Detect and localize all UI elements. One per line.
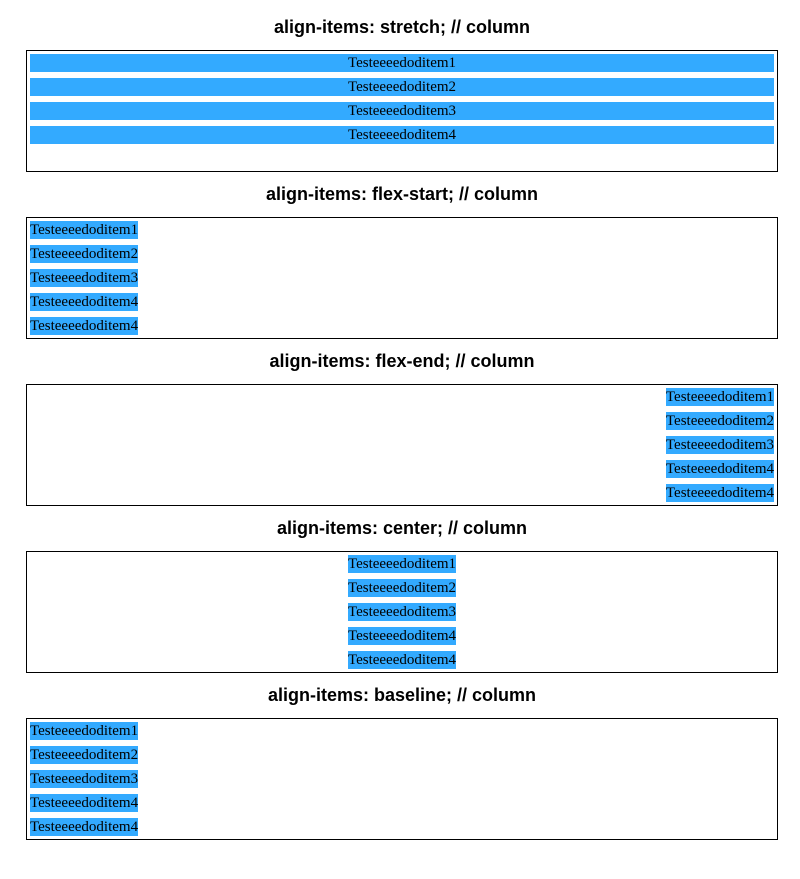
flex-item: Testeeeedoditem2: [30, 78, 774, 96]
flex-item: Testeeeedoditem3: [665, 436, 774, 454]
flex-container-flex-end: Testeeeedoditem1 Testeeeedoditem2 Testee…: [26, 384, 778, 506]
flex-item: Testeeeedoditem4: [347, 627, 457, 645]
flex-item: Testeeeedoditem4: [347, 651, 457, 669]
section-heading-baseline: align-items: baseline; // column: [267, 685, 537, 705]
flex-container-flex-start: Testeeeedoditem1 Testeeeedoditem2 Testee…: [26, 217, 778, 339]
section-heading-flex-start: align-items: flex-start; // column: [265, 184, 539, 204]
flex-item: Testeeeedoditem4: [30, 293, 139, 311]
flex-item: Testeeeedoditem4: [30, 126, 774, 144]
flex-item: Testeeeedoditem1: [665, 388, 774, 406]
flex-item: Testeeeedoditem4: [665, 484, 774, 502]
flex-item: Testeeeedoditem3: [30, 102, 774, 120]
flex-item: Testeeeedoditem3: [30, 770, 139, 788]
flex-item: Testeeeedoditem4: [30, 317, 139, 335]
flex-item: Testeeeedoditem4: [30, 818, 139, 836]
flex-item: Testeeeedoditem2: [347, 579, 457, 597]
flex-item: Testeeeedoditem1: [347, 555, 457, 573]
flex-item: Testeeeedoditem1: [30, 722, 139, 740]
flex-item: Testeeeedoditem1: [30, 54, 774, 72]
flex-item: Testeeeedoditem2: [30, 746, 139, 764]
section-heading-center: align-items: center; // column: [276, 518, 528, 538]
flex-item: Testeeeedoditem3: [30, 269, 139, 287]
flex-item: Testeeeedoditem2: [30, 245, 139, 263]
flex-item: Testeeeedoditem4: [30, 794, 139, 812]
flex-item: Testeeeedoditem4: [665, 460, 774, 478]
flex-container-center: Testeeeedoditem1 Testeeeedoditem2 Testee…: [26, 551, 778, 673]
section-heading-stretch: align-items: stretch; // column: [273, 17, 531, 37]
flex-container-stretch: Testeeeedoditem1 Testeeeedoditem2 Testee…: [26, 50, 778, 172]
flex-item: Testeeeedoditem1: [30, 221, 139, 239]
flex-item: Testeeeedoditem2: [665, 412, 774, 430]
flex-container-baseline: Testeeeedoditem1 Testeeeedoditem2 Testee…: [26, 718, 778, 840]
section-heading-flex-end: align-items: flex-end; // column: [269, 351, 535, 371]
flex-item: Testeeeedoditem3: [347, 603, 457, 621]
